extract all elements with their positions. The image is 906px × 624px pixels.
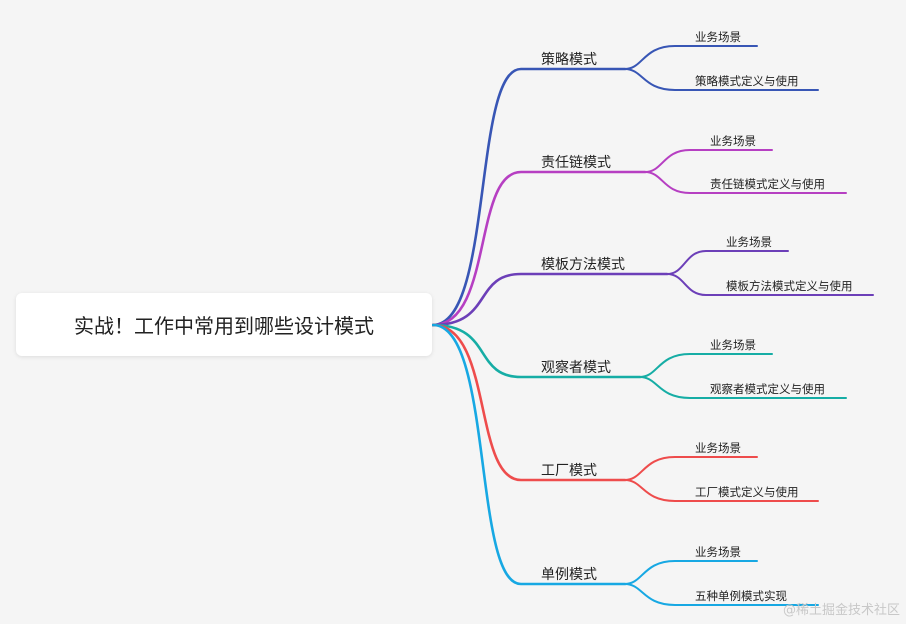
root-topic[interactable]: 实战！工作中常用到哪些设计模式	[16, 293, 432, 356]
leaf-topic-label[interactable]: 观察者模式定义与使用	[710, 382, 825, 396]
leaf-topic-label[interactable]: 策略模式定义与使用	[695, 74, 799, 88]
leaf-connector	[624, 583, 819, 606]
branch-connector	[431, 272, 669, 327]
branch-connector	[431, 323, 642, 379]
leaf-connector	[644, 149, 773, 173]
leaf-topic-label[interactable]: 业务场景	[695, 30, 741, 44]
leaf-connector	[624, 456, 758, 481]
leaf-topic-label[interactable]: 业务场景	[710, 134, 756, 148]
leaf-connector	[644, 171, 847, 194]
branch-connector	[431, 323, 627, 586]
leaf-topic-label[interactable]: 工厂模式定义与使用	[695, 485, 799, 499]
leaf-connector	[624, 479, 819, 502]
leaf-connector	[624, 68, 819, 91]
leaf-connector	[666, 273, 874, 296]
branch-topic-label[interactable]: 责任链模式	[541, 155, 611, 171]
branch-topic-label[interactable]: 观察者模式	[541, 360, 611, 376]
branch-topic-label[interactable]: 模板方法模式	[541, 257, 625, 273]
branch-topic-label[interactable]: 工厂模式	[541, 463, 597, 479]
branch-topic-label[interactable]: 单例模式	[541, 567, 597, 583]
leaf-connector	[639, 353, 773, 378]
leaf-topic-label[interactable]: 业务场景	[695, 545, 741, 559]
leaf-topic-label[interactable]: 业务场景	[710, 338, 756, 352]
leaf-topic-label[interactable]: 业务场景	[695, 441, 741, 455]
leaf-connector	[624, 560, 758, 585]
branch-connector	[431, 170, 647, 327]
leaf-topic-label[interactable]: 五种单例模式实现	[695, 589, 787, 603]
leaf-connector	[666, 250, 789, 275]
leaf-topic-label[interactable]: 模板方法模式定义与使用	[726, 279, 853, 293]
leaf-topic-label[interactable]: 业务场景	[726, 235, 772, 249]
leaf-connector	[624, 45, 758, 70]
leaf-topic-label[interactable]: 责任链模式定义与使用	[710, 177, 825, 191]
branch-topic-label[interactable]: 策略模式	[541, 52, 597, 68]
watermark: @稀土掘金技术社区	[782, 603, 900, 618]
leaf-connector	[639, 376, 847, 399]
branch-connector	[431, 67, 627, 327]
root-topic-label: 实战！工作中常用到哪些设计模式	[74, 314, 374, 338]
branch-connector	[431, 323, 627, 482]
